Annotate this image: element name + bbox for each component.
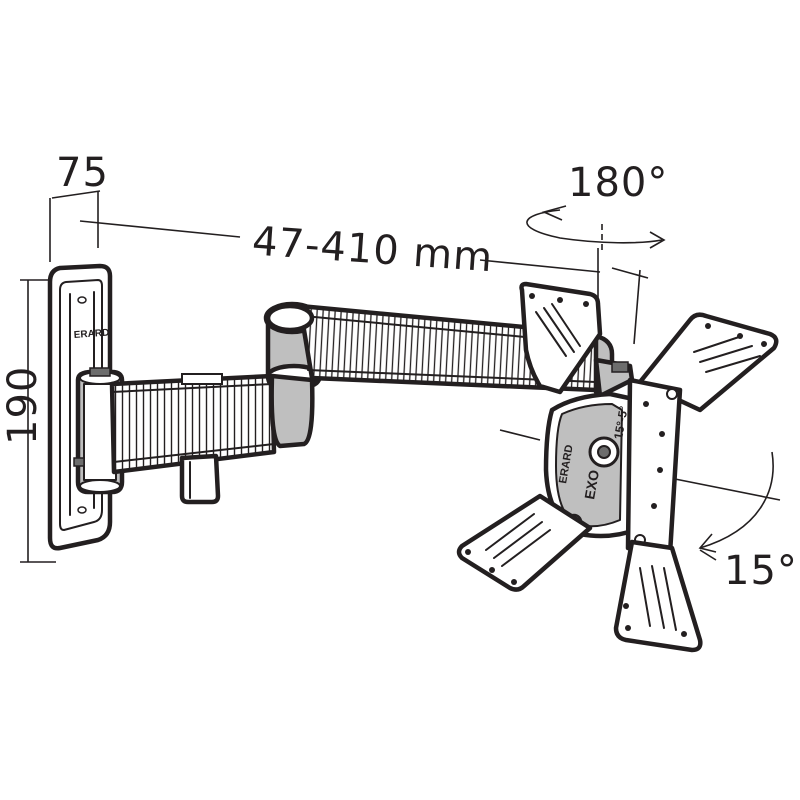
swivel-label: 180° (568, 160, 668, 206)
pivot-top-bolt (611, 361, 629, 373)
wall-screw-bottom (77, 506, 87, 514)
vesa-slots-upper-left (535, 303, 581, 357)
lower-arm-cap (181, 373, 223, 385)
pivot-tilt-label: 15°-5° (611, 405, 631, 441)
wall-screw-top (77, 296, 87, 304)
wall-plate-logo: ERARD (73, 328, 109, 341)
dimension-depth: 75 (49, 150, 109, 262)
dimension-tilt: 15° (499, 429, 798, 594)
reach-label: 47-410 mm (251, 219, 495, 282)
hinge-bolt-top (89, 367, 111, 377)
vesa-plate (456, 281, 779, 653)
pivot-model: EXO (581, 469, 602, 501)
tilt-label: 15° (724, 548, 798, 594)
lower-arm (109, 373, 277, 505)
vesa-slots-lower-right (639, 565, 677, 631)
height-label: 190 (0, 366, 46, 445)
depth-label: 75 (56, 150, 109, 196)
vesa-slots-upper-right (693, 335, 761, 373)
hinge-bolt-bottom (73, 457, 85, 467)
vesa-slots-lower-left (485, 513, 551, 567)
dimension-height: 190 (0, 279, 56, 563)
dimension-swivel: 180° (526, 160, 668, 345)
